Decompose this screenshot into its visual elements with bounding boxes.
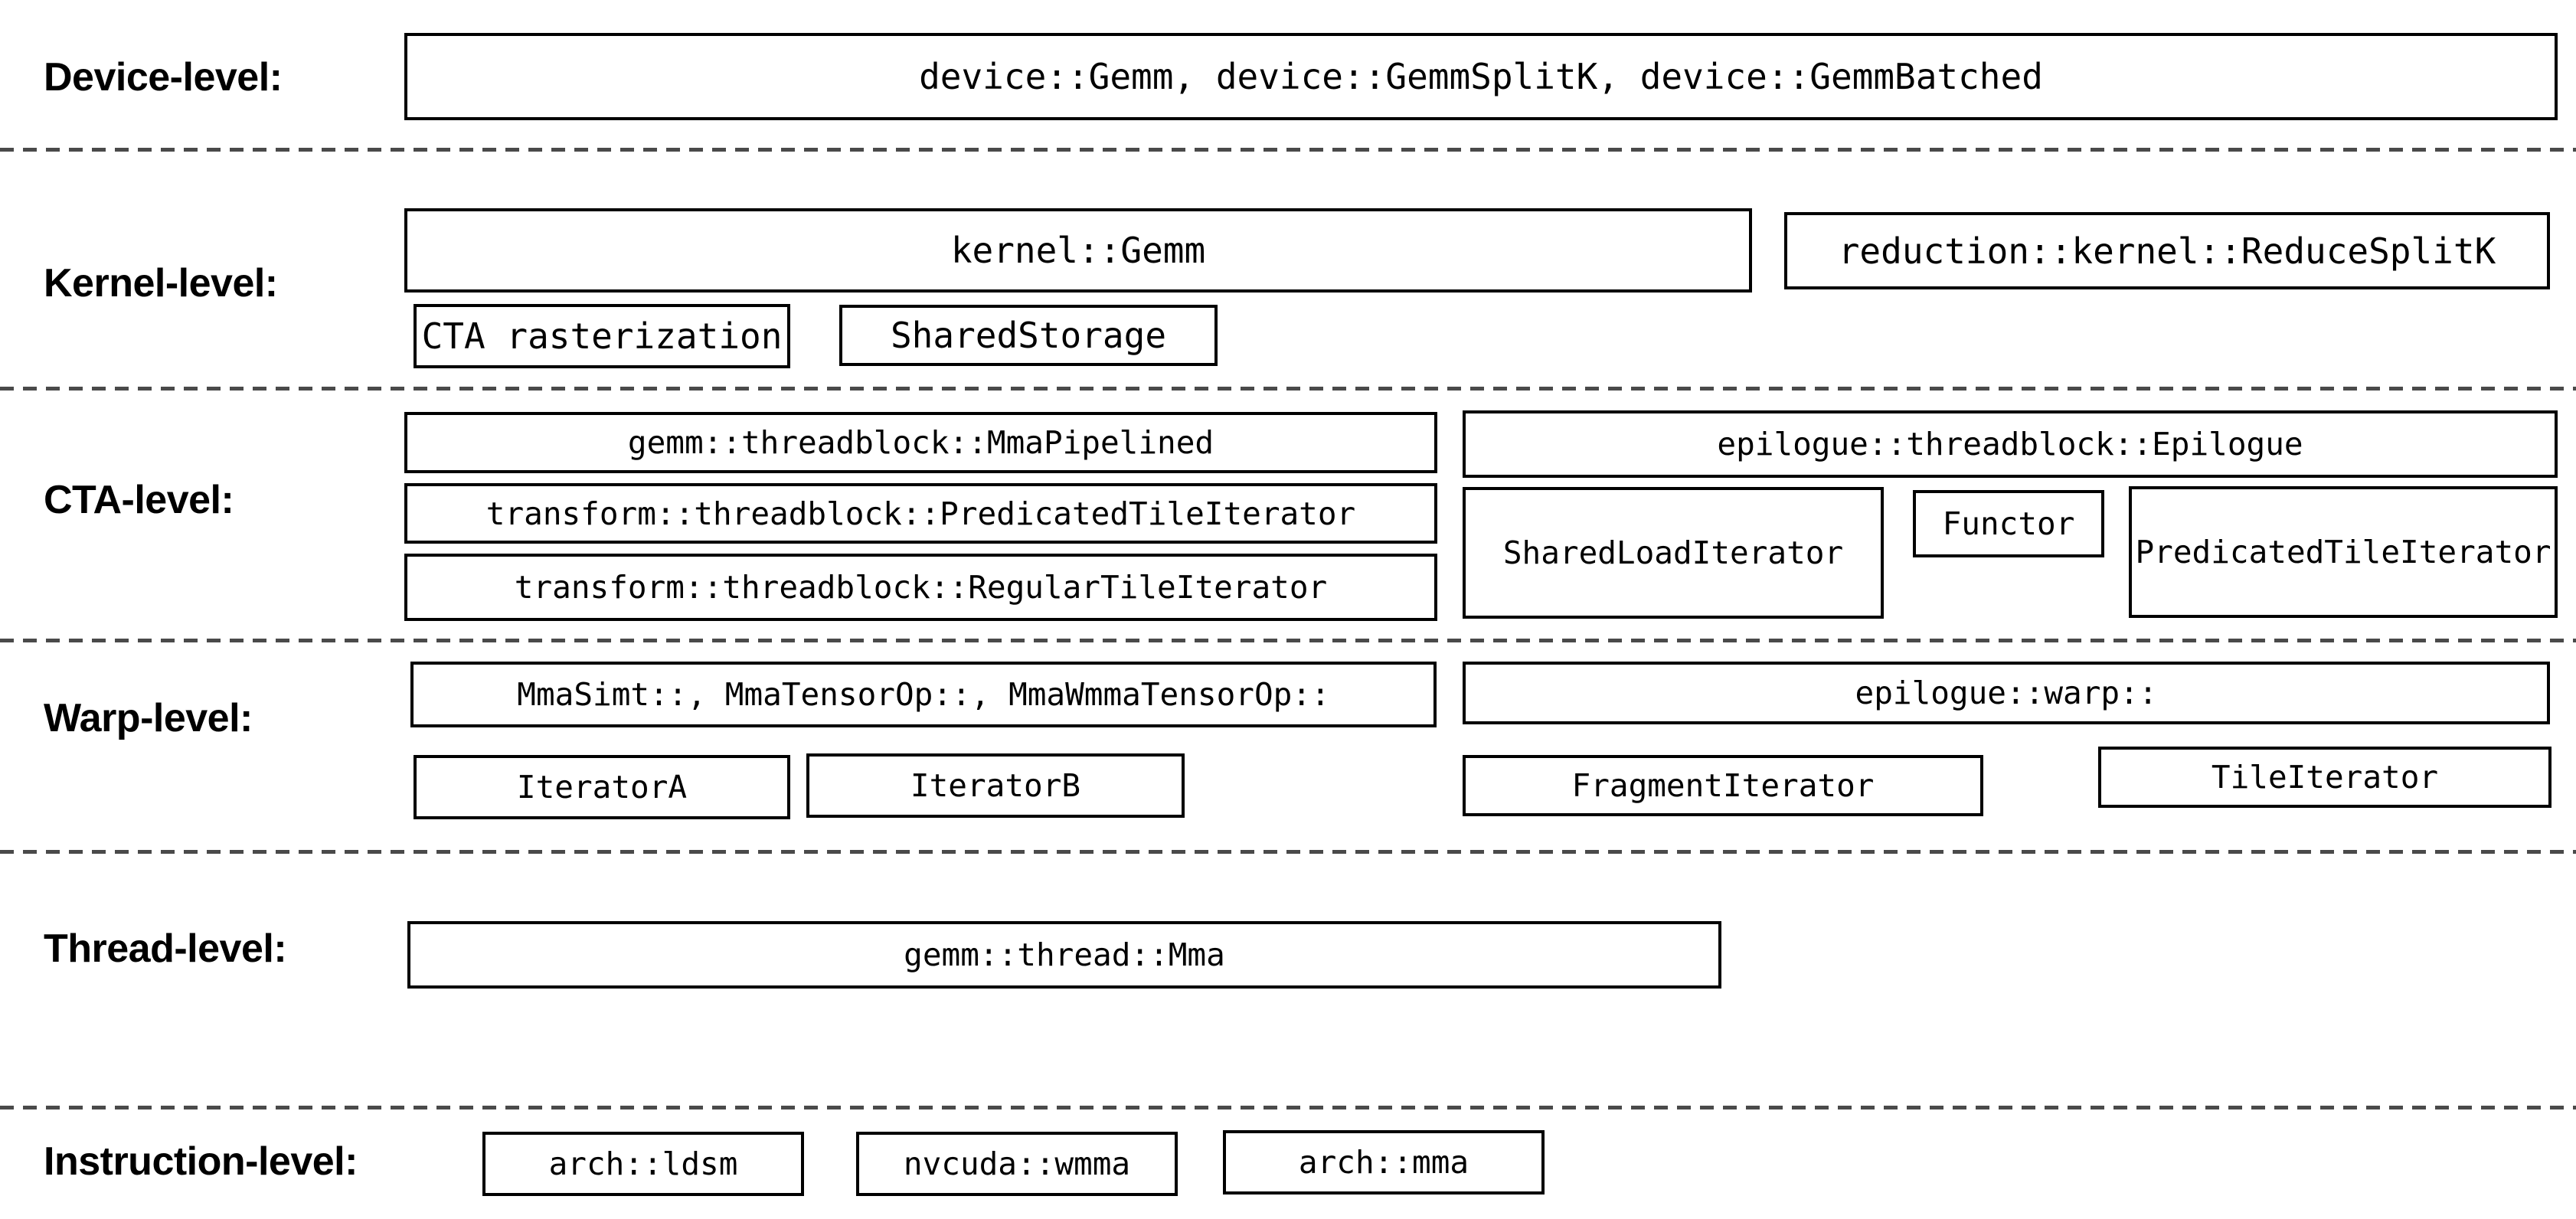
- box-shared-storage: SharedStorage: [839, 305, 1218, 366]
- box-iterator-a: IteratorA: [414, 755, 790, 819]
- level-separator: [0, 148, 2576, 152]
- box-tileiterator: TileIterator: [2098, 747, 2551, 808]
- level-label-thread: Thread-level:: [44, 927, 287, 971]
- level-separator: [0, 639, 2576, 642]
- box-kernel-gemm: kernel::Gemm: [404, 208, 1752, 292]
- box-epilogue-warp: epilogue::warp::: [1463, 662, 2550, 724]
- level-label-device: Device-level:: [44, 55, 283, 100]
- box-transform-threadblock-regulartileiterator: transform::threadblock::RegularTileItera…: [404, 554, 1437, 621]
- box-predicatedtileiterator-epilogue: PredicatedTileIterator: [2129, 486, 2558, 618]
- box-fragmentiterator: FragmentIterator: [1463, 755, 1983, 816]
- level-label-kernel: Kernel-level:: [44, 261, 278, 306]
- box-epilogue-threadblock-epilogue: epilogue::threadblock::Epilogue: [1463, 410, 2558, 478]
- box-nvcuda-wmma: nvcuda::wmma: [856, 1132, 1178, 1196]
- level-separator: [0, 1106, 2576, 1110]
- box-gemm-threadblock-mmapipelined: gemm::threadblock::MmaPipelined: [404, 412, 1437, 473]
- box-gemm-thread-mma: gemm::thread::Mma: [407, 921, 1721, 989]
- box-arch-ldsm: arch::ldsm: [482, 1132, 804, 1196]
- box-mma-warp-ops: MmaSimt::, MmaTensorOp::, MmaWmmaTensorO…: [410, 662, 1437, 727]
- box-functor: Functor: [1913, 490, 2104, 557]
- box-arch-mma: arch::mma: [1223, 1130, 1545, 1194]
- level-label-cta: CTA-level:: [44, 478, 234, 522]
- box-device-gemm: device::Gemm, device::GemmSplitK, device…: [404, 33, 2558, 120]
- box-reduction-kernel-reducesplitk: reduction::kernel::ReduceSplitK: [1784, 212, 2550, 289]
- box-sharedloaditerator: SharedLoadIterator: [1463, 487, 1884, 619]
- box-transform-threadblock-predicatedtileiterator: transform::threadblock::PredicatedTileIt…: [404, 483, 1437, 544]
- box-iterator-b: IteratorB: [806, 753, 1185, 818]
- box-cta-rasterization: CTA rasterization: [414, 304, 790, 368]
- level-label-instruction: Instruction-level:: [44, 1139, 358, 1184]
- level-separator: [0, 850, 2576, 854]
- level-label-warp: Warp-level:: [44, 696, 253, 740]
- level-separator: [0, 387, 2576, 391]
